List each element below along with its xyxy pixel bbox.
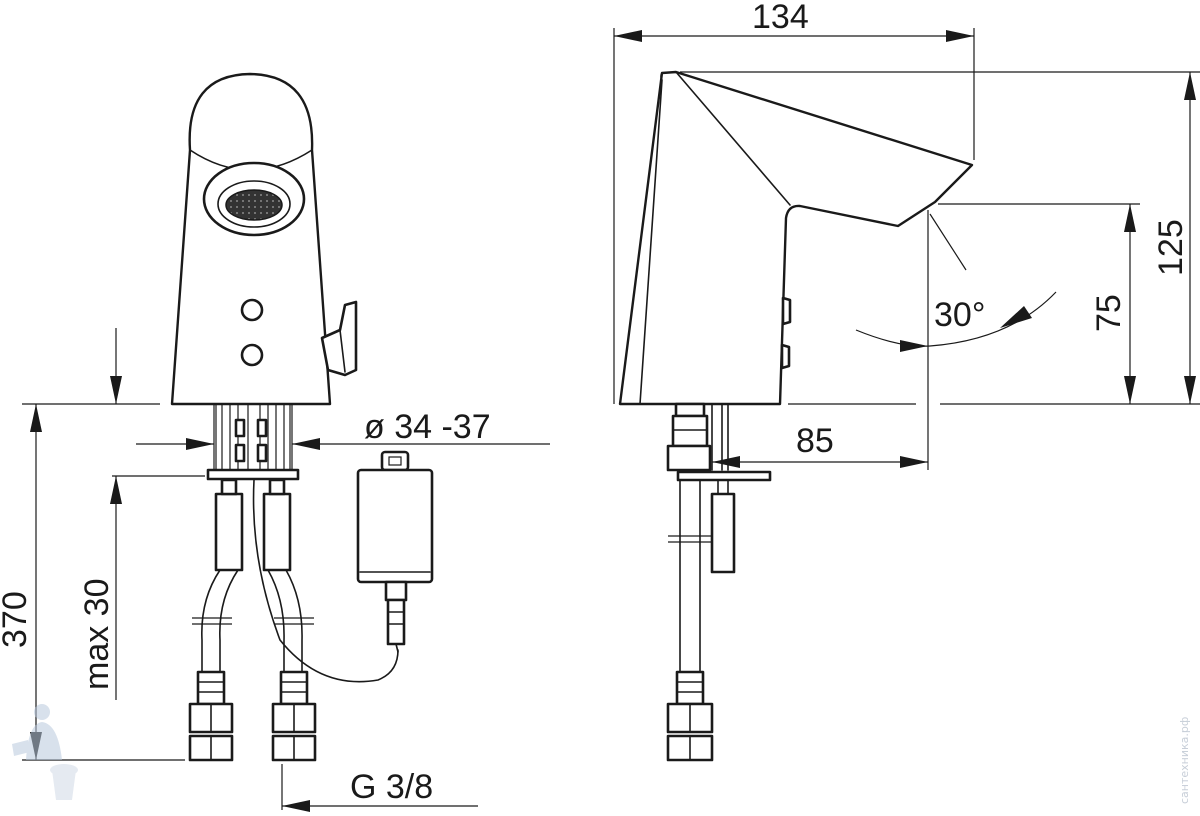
aerator-icon <box>225 189 283 221</box>
dim-75-label: 75 <box>1090 294 1128 332</box>
sensor-dot-lower <box>240 343 264 367</box>
side-dimensions: 134 125 75 30° 85 <box>613 0 1200 470</box>
side-mounting-plate <box>676 470 772 482</box>
dim-thread-label: G 3/8 <box>350 768 433 806</box>
front-mounting-plate <box>206 468 300 481</box>
front-connection-pipes <box>215 404 291 470</box>
front-fitting-left <box>188 670 234 762</box>
dim-370-label: 370 <box>0 591 34 648</box>
dim-max30-label: max 30 <box>78 579 116 691</box>
dim-diameter-label: ø 34 -37 <box>364 408 491 446</box>
side-knob-upper <box>781 296 792 326</box>
front-hoses <box>192 479 399 683</box>
plumber-mascot-icon <box>12 704 78 800</box>
front-fitting-right <box>271 670 317 762</box>
front-view <box>170 72 434 762</box>
side-faucet-body <box>618 70 974 406</box>
sensor-dot-upper <box>240 298 264 322</box>
front-faucet-body <box>170 72 332 406</box>
dim-angle-label: 30° <box>934 296 985 334</box>
watermark-text: сантехника.рф <box>1178 717 1191 804</box>
dim-125-label: 125 <box>1152 219 1190 276</box>
dim-85-label: 85 <box>796 422 834 460</box>
watermark: сантехника.рф <box>12 704 1191 804</box>
side-view <box>618 70 974 762</box>
front-side-lever <box>320 300 358 377</box>
control-box <box>356 450 434 653</box>
dim-134-label: 134 <box>752 0 809 36</box>
side-knob-lower <box>780 343 791 370</box>
